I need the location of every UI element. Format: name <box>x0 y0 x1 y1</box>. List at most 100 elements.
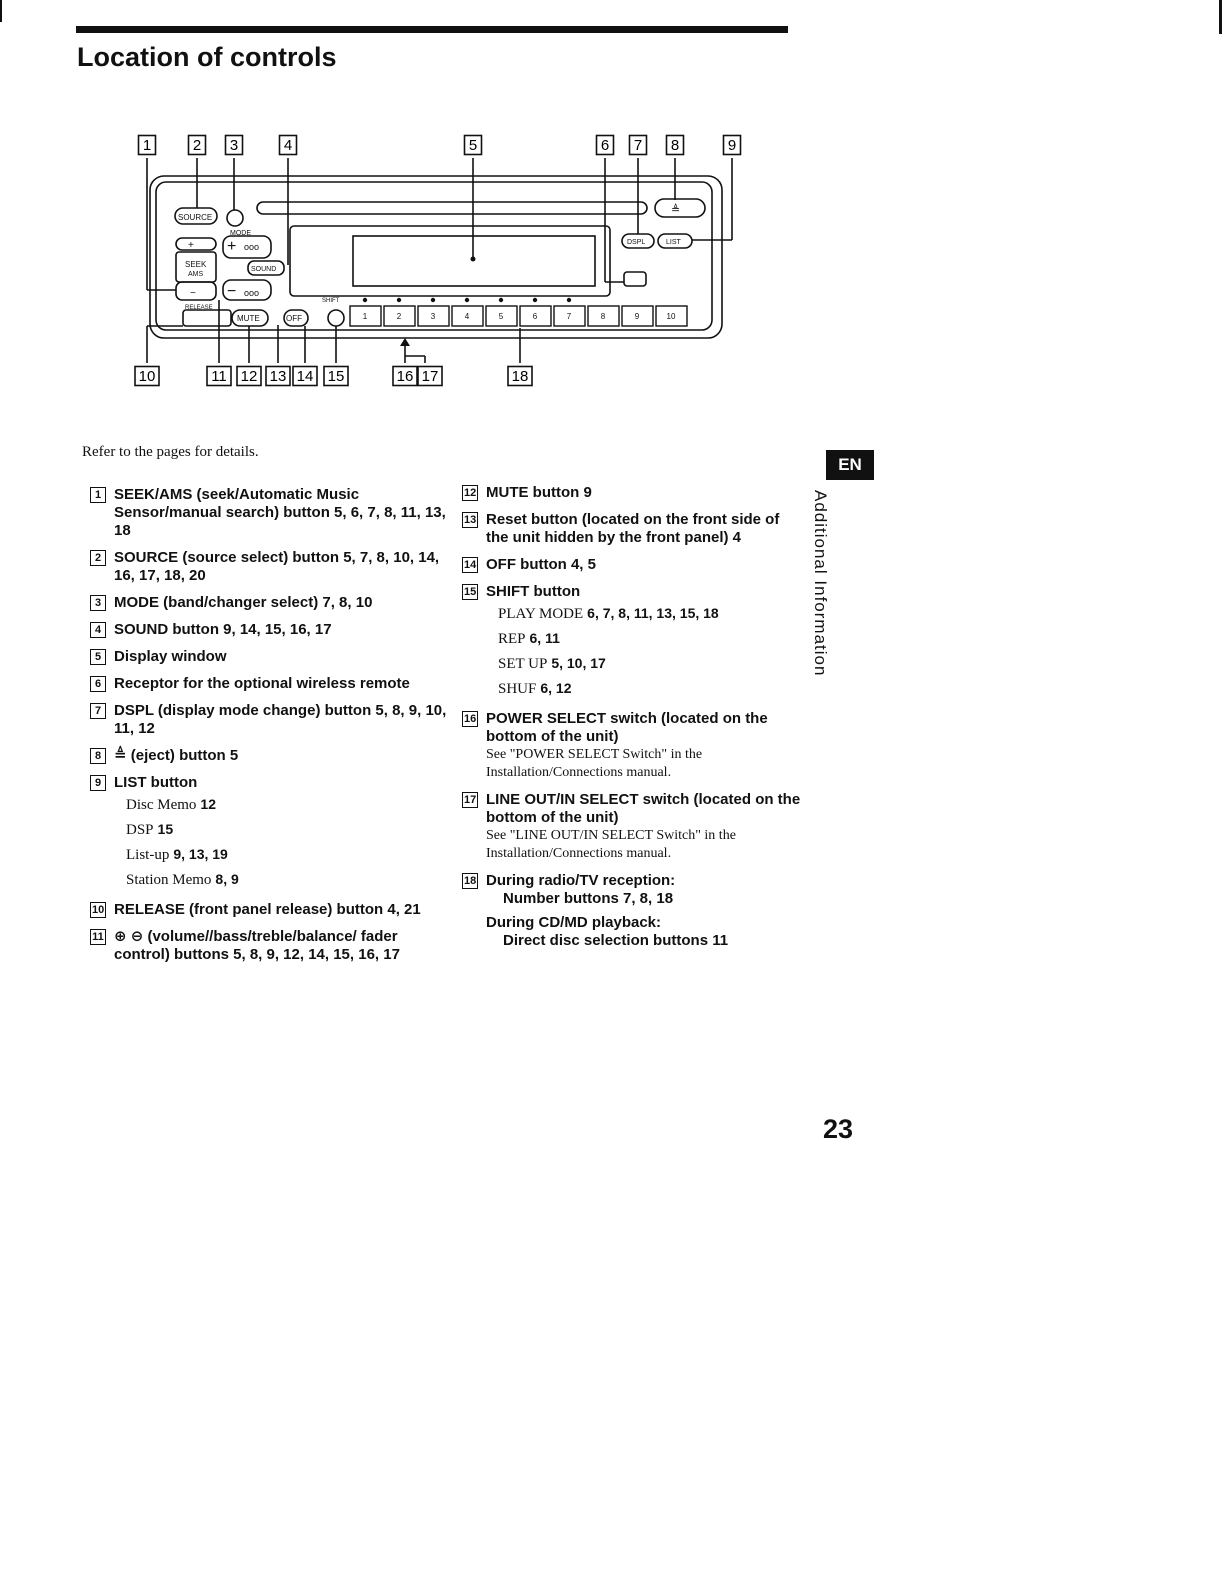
item-note: See "POWER SELECT Switch" in the Install… <box>486 747 703 780</box>
item-text: MODE (band/changer select) 7, 8, 10 <box>114 594 373 611</box>
control-item-7: 7 DSPL (display mode change) button 5, 8… <box>90 702 450 738</box>
item-text: LIST button <box>114 774 198 791</box>
item-text: DSPL (display mode change) button 5, 8, … <box>114 702 447 737</box>
preset-label-3: 3 <box>431 312 436 321</box>
control-item-8: 8 ≜ (eject) button 5 <box>90 747 450 765</box>
callout-10-box <box>134 365 160 387</box>
callout-5-box <box>463 134 483 156</box>
label-list: LIST <box>666 239 682 246</box>
item-text: OFF button 4, 5 <box>486 556 596 573</box>
callout-13: 13 <box>270 368 287 385</box>
item-text: ≜ (eject) button 5 <box>114 747 239 764</box>
edge-mark-right <box>1219 0 1222 34</box>
callout-13-box <box>265 365 291 387</box>
callout-11-box <box>206 365 232 387</box>
preset-label-10: 10 <box>667 312 676 321</box>
callout-5: 5 <box>469 137 477 154</box>
item-number: 14 <box>462 557 479 573</box>
callout-6: 6 <box>601 137 609 154</box>
callout-7-box <box>628 134 648 156</box>
label-dspl: DSPL <box>627 239 645 246</box>
controls-list-left: 1 SEEK/AMS (seek/Automatic Music Sensor/… <box>90 486 450 973</box>
control-item-17: 17 LINE OUT/IN SELECT switch (located on… <box>462 791 802 863</box>
language-tab: EN <box>826 450 874 480</box>
callout-4-box <box>278 134 298 156</box>
preset-indicator-dot <box>430 297 436 303</box>
callout-2: 2 <box>193 137 201 154</box>
preset-label-7: 7 <box>567 312 572 321</box>
item-text: Receptor for the optional wireless remot… <box>114 675 410 692</box>
control-item-3: 3 MODE (band/changer select) 7, 8, 10 <box>90 594 450 612</box>
item-number: 18 <box>462 873 479 889</box>
control-item-16: 16 POWER SELECT switch (located on the b… <box>462 710 802 782</box>
control-item-2: 2 SOURCE (source select) button 5, 7, 8,… <box>90 549 450 585</box>
preset-indicator-dot <box>362 297 368 303</box>
item-subtext: Number buttons 7, 8, 18 <box>503 890 674 907</box>
item-number: 9 <box>90 775 106 791</box>
preset-label-6: 6 <box>533 312 538 321</box>
preset-label-5: 5 <box>499 312 504 321</box>
label-release: RELEASE <box>185 305 213 311</box>
control-item-11: 11 ⊕ ⊖ (volume//bass/treble/balance/ fad… <box>90 928 450 964</box>
callout-4: 4 <box>284 137 292 154</box>
control-item-13: 13 Reset button (located on the front si… <box>462 511 802 547</box>
control-item-10: 10 RELEASE (front panel release) button … <box>90 901 450 919</box>
item-note: See "LINE OUT/IN SELECT Switch" in the I… <box>486 828 736 861</box>
callout-16: 16 <box>397 368 414 385</box>
preset-button-6 <box>519 305 552 327</box>
preset-indicator-dot <box>566 297 572 303</box>
preset-indicator-dot <box>464 297 470 303</box>
callout-3: 3 <box>230 137 238 154</box>
preset-button-8 <box>587 305 620 327</box>
item-number: 2 <box>90 550 106 566</box>
page-number: 23 <box>823 1114 854 1144</box>
preset-label-2: 2 <box>397 312 402 321</box>
callout-18-box <box>507 365 533 387</box>
label-mode: MODE <box>230 230 251 237</box>
item-number: 15 <box>462 584 479 600</box>
callout-14: 14 <box>297 368 314 385</box>
control-item-1: 1 SEEK/AMS (seek/Automatic Music Sensor/… <box>90 486 450 540</box>
item-text: SHIFT button <box>486 583 581 600</box>
item-number: 11 <box>90 929 106 945</box>
label-source: SOURCE <box>178 213 212 222</box>
control-item-18: 18 During radio/TV reception: Number but… <box>462 872 802 950</box>
item-text: POWER SELECT switch (located on the bott… <box>486 710 768 745</box>
preset-indicator-dot <box>498 297 504 303</box>
preset-indicator-dot <box>532 297 538 303</box>
item-text: MUTE button 9 <box>486 484 592 501</box>
item-text: SOURCE (source select) button 5, 7, 8, 1… <box>114 549 440 584</box>
preset-button-1 <box>349 305 382 327</box>
header-rule <box>76 26 788 33</box>
label-off: OFF <box>286 314 302 323</box>
item-text: ⊕ ⊖ (volume//bass/treble/balance/ fader … <box>114 928 400 963</box>
preset-label-8: 8 <box>601 312 606 321</box>
preset-button-5 <box>485 305 518 327</box>
preset-button-10 <box>655 305 688 327</box>
callout-18: 18 <box>512 368 529 385</box>
control-item-4: 4 SOUND button 9, 14, 15, 16, 17 <box>90 621 450 639</box>
item-number: 5 <box>90 649 106 665</box>
svg-text:≜: ≜ <box>671 203 680 216</box>
item-number: 16 <box>462 711 479 727</box>
section-side-label: Additional Information <box>811 490 830 677</box>
disc-slot <box>256 201 648 215</box>
item-text: Display window <box>114 648 227 665</box>
callout-9: 9 <box>728 137 736 154</box>
item-number: 8 <box>90 748 106 764</box>
callout-9-box <box>722 134 742 156</box>
callout-3-box <box>224 134 244 156</box>
callout-15: 15 <box>328 368 345 385</box>
item-subheading: During CD/MD playback: <box>486 914 662 931</box>
callout-6-box <box>595 134 615 156</box>
